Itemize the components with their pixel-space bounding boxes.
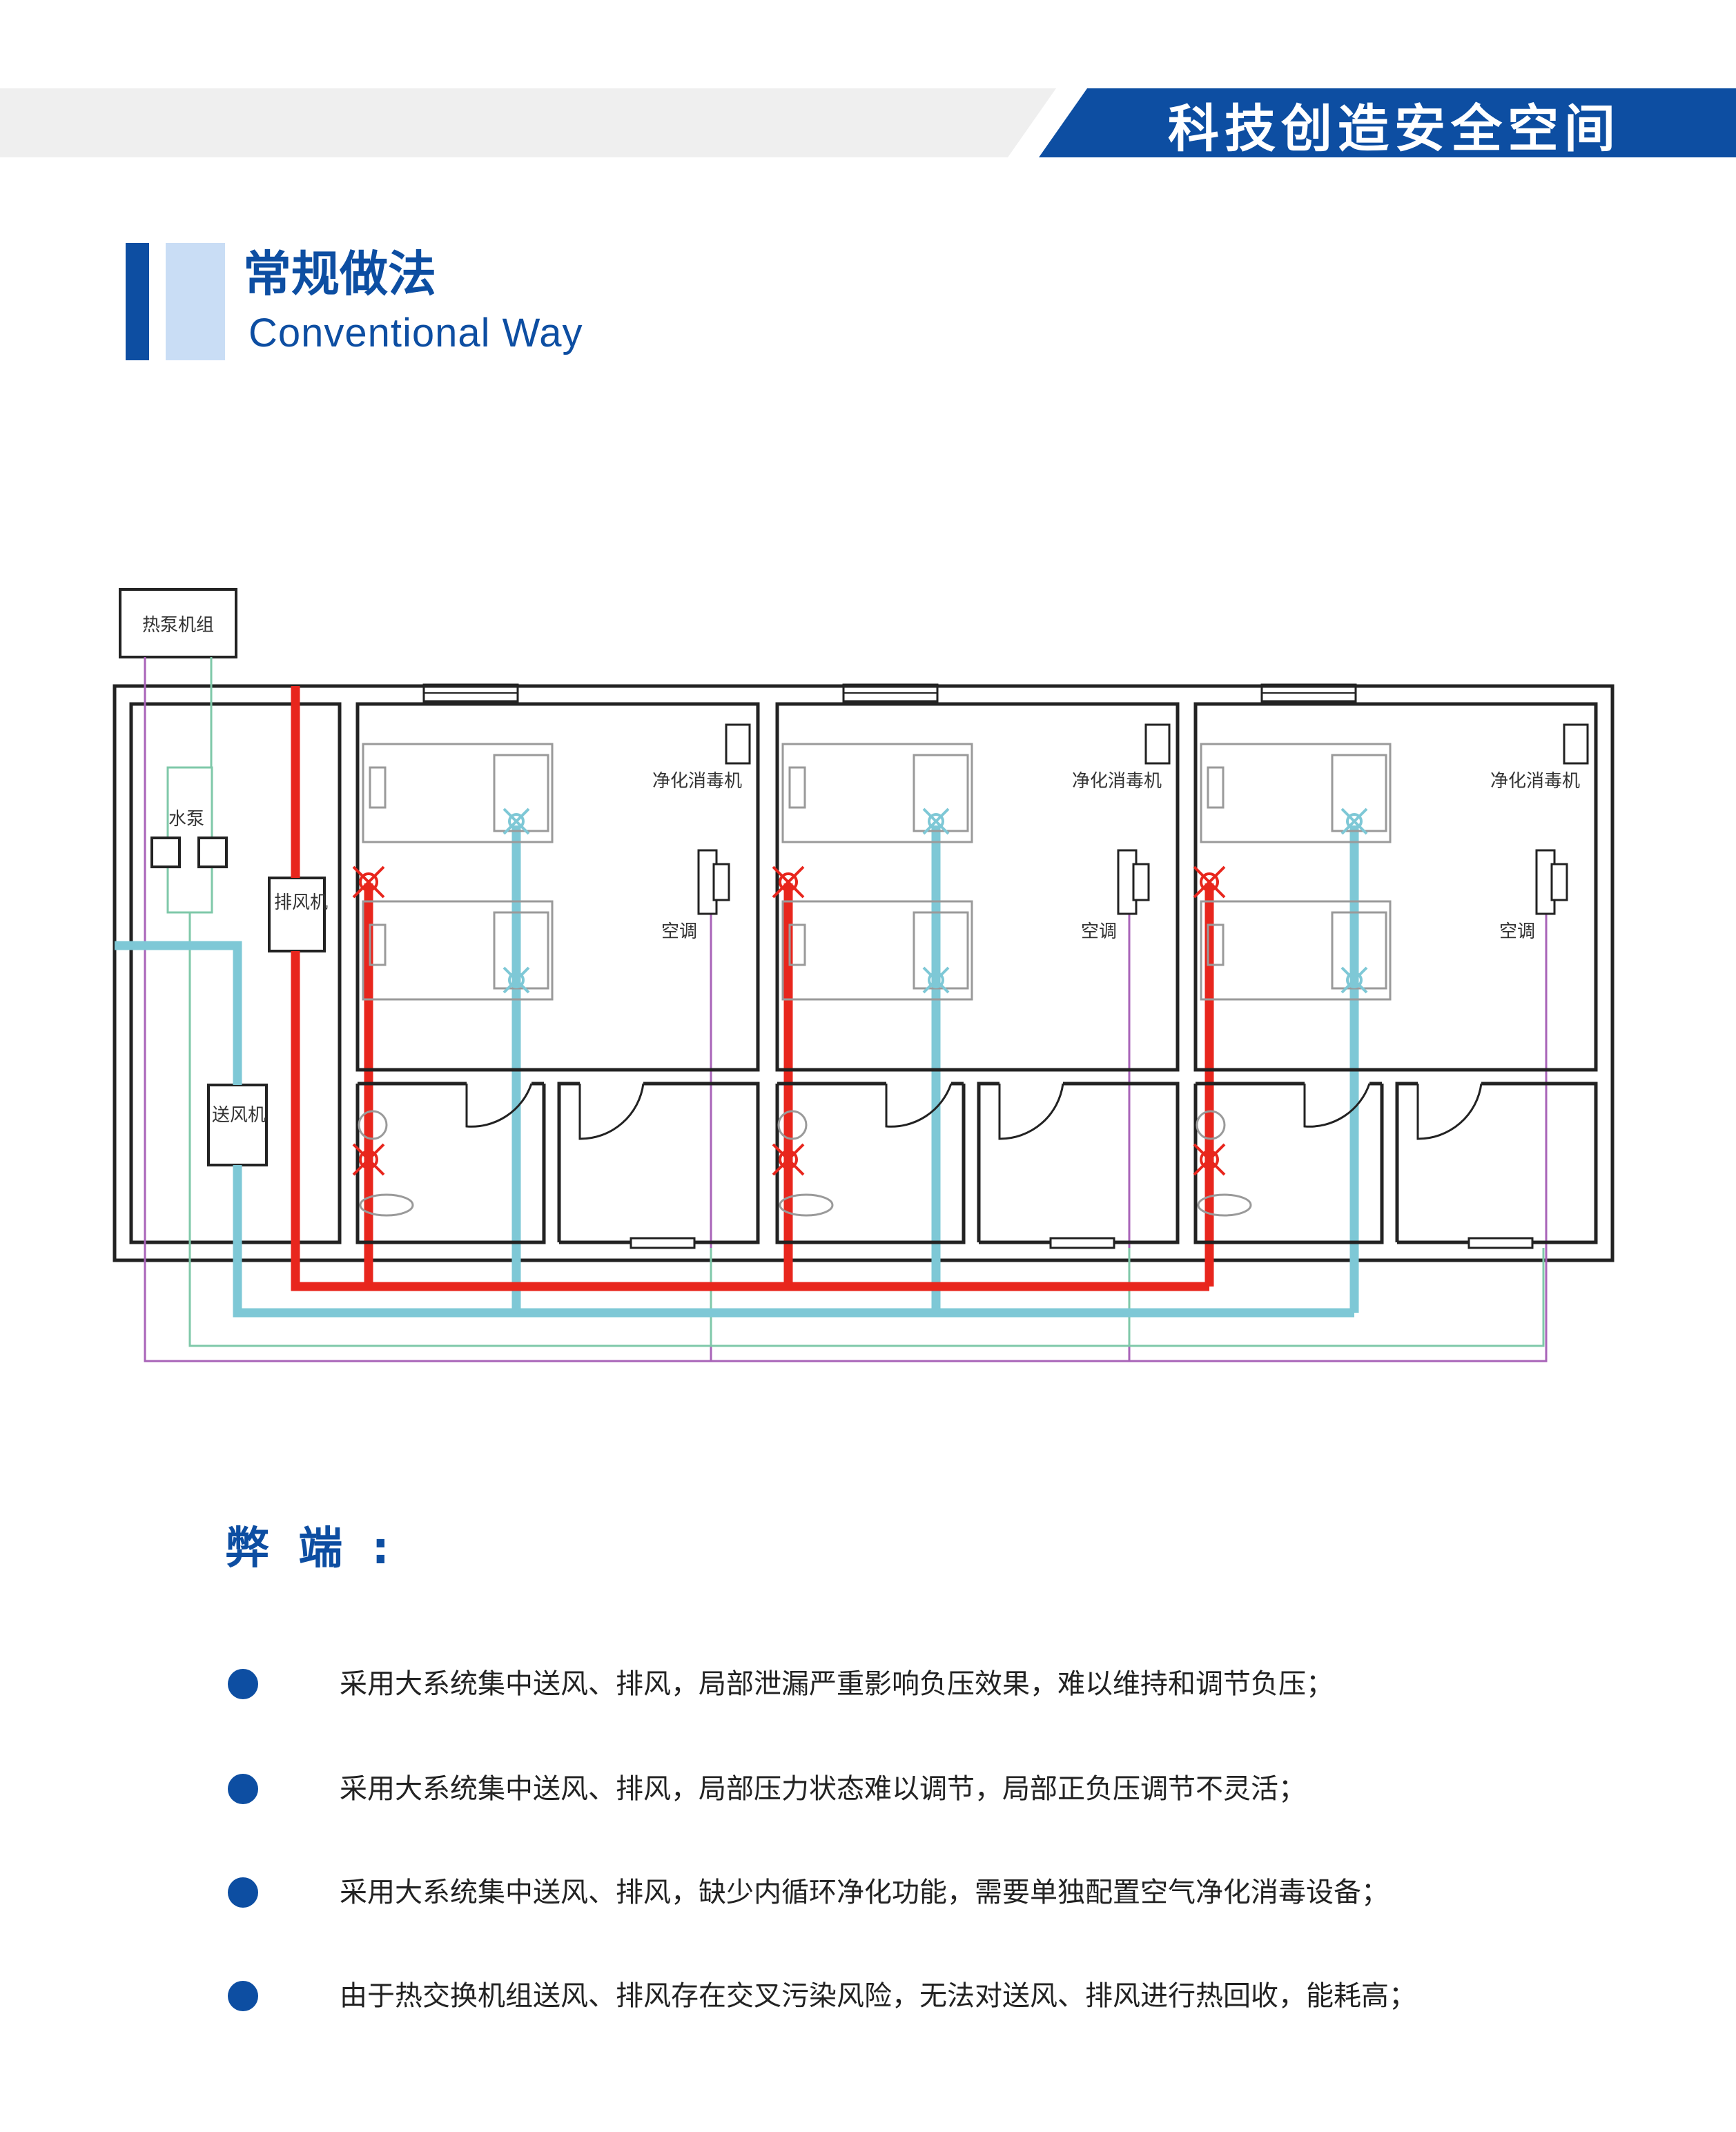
exhaust-grilles [352,865,1226,1176]
heat-pump-unit-label: 热泵机组 [142,615,214,636]
header-blue-band [1039,88,1736,157]
cons-item: 采用大系统集中送风、排风，缺少内循环净化功能，需要单独配置空气净化消毒设备； [228,1872,1389,1913]
svg-text:空调: 空调 [661,921,697,942]
water-pump-unit-b [197,837,228,868]
building-outer-wall [113,684,1615,1262]
ward-room-2: 净化消毒机 空调 [775,683,1180,1249]
header-slogan: 科技创造安全空间 [1168,99,1621,159]
svg-text:空调: 空调 [1081,921,1117,942]
section-title-en: Conventional Way [248,311,583,355]
supply-diffusers [503,808,1368,994]
hvac-floor-plan-diagram: 热泵机组 水泵 排风机 送风机 [113,588,1615,1362]
ward-room-3: 净化消毒机 空调 [1193,683,1598,1249]
exhaust-fan-box [268,877,326,952]
bullet-icon [228,1981,258,2011]
heat-pump-unit-box [119,588,237,658]
svg-text:净化消毒机: 净化消毒机 [1490,771,1580,792]
cons-item-text: 由于热交换机组送风、排风存在交叉污染风险，无法对送风、排风进行热回收，能耗高； [340,1980,1416,2012]
water-pump-label: 水泵 [168,809,204,830]
bullet-icon [228,1669,258,1699]
header-band [0,88,1736,157]
cons-title: 弊 端 : [225,1523,397,1574]
svg-text:空调: 空调 [1499,921,1535,942]
section-accent-bar [126,243,149,360]
cons-item-text: 采用大系统集中送风、排风，缺少内循环净化功能，需要单独配置空气净化消毒设备； [340,1877,1389,1908]
cons-item: 采用大系统集中送风、排风，局部压力状态难以调节，局部正负压调节不灵活； [228,1768,1306,1810]
control-lines [144,657,1548,1362]
cons-item-text: 采用大系统集中送风、排风，局部泄漏严重影响负压效果，难以维持和调节负压； [340,1668,1334,1700]
water-pump-unit-a [150,837,181,868]
bullet-icon [228,1774,258,1804]
ward-room-1: 净化消毒机 空调 [355,683,760,1249]
cons-item: 由于热交换机组送风、排风存在交叉污染风险，无法对送风、排风进行热回收，能耗高； [228,1975,1416,2017]
exhaust-fan-label: 排风机 [274,892,328,913]
svg-text:净化消毒机: 净化消毒机 [1072,771,1162,792]
header-gray-band [0,88,1056,157]
svg-text:净化消毒机: 净化消毒机 [652,771,742,792]
cons-item: 采用大系统集中送风、排风，局部泄漏严重影响负压效果，难以维持和调节负压； [228,1663,1334,1705]
supply-fan-label: 送风机 [212,1105,266,1126]
water-pipes [188,657,1545,1347]
section-title-cn: 常规做法 [243,246,436,302]
section-accent-block [166,243,225,360]
cons-item-text: 采用大系统集中送风、排风，局部压力状态难以调节，局部正负压调节不灵活； [340,1773,1306,1805]
bullet-icon [228,1877,258,1908]
